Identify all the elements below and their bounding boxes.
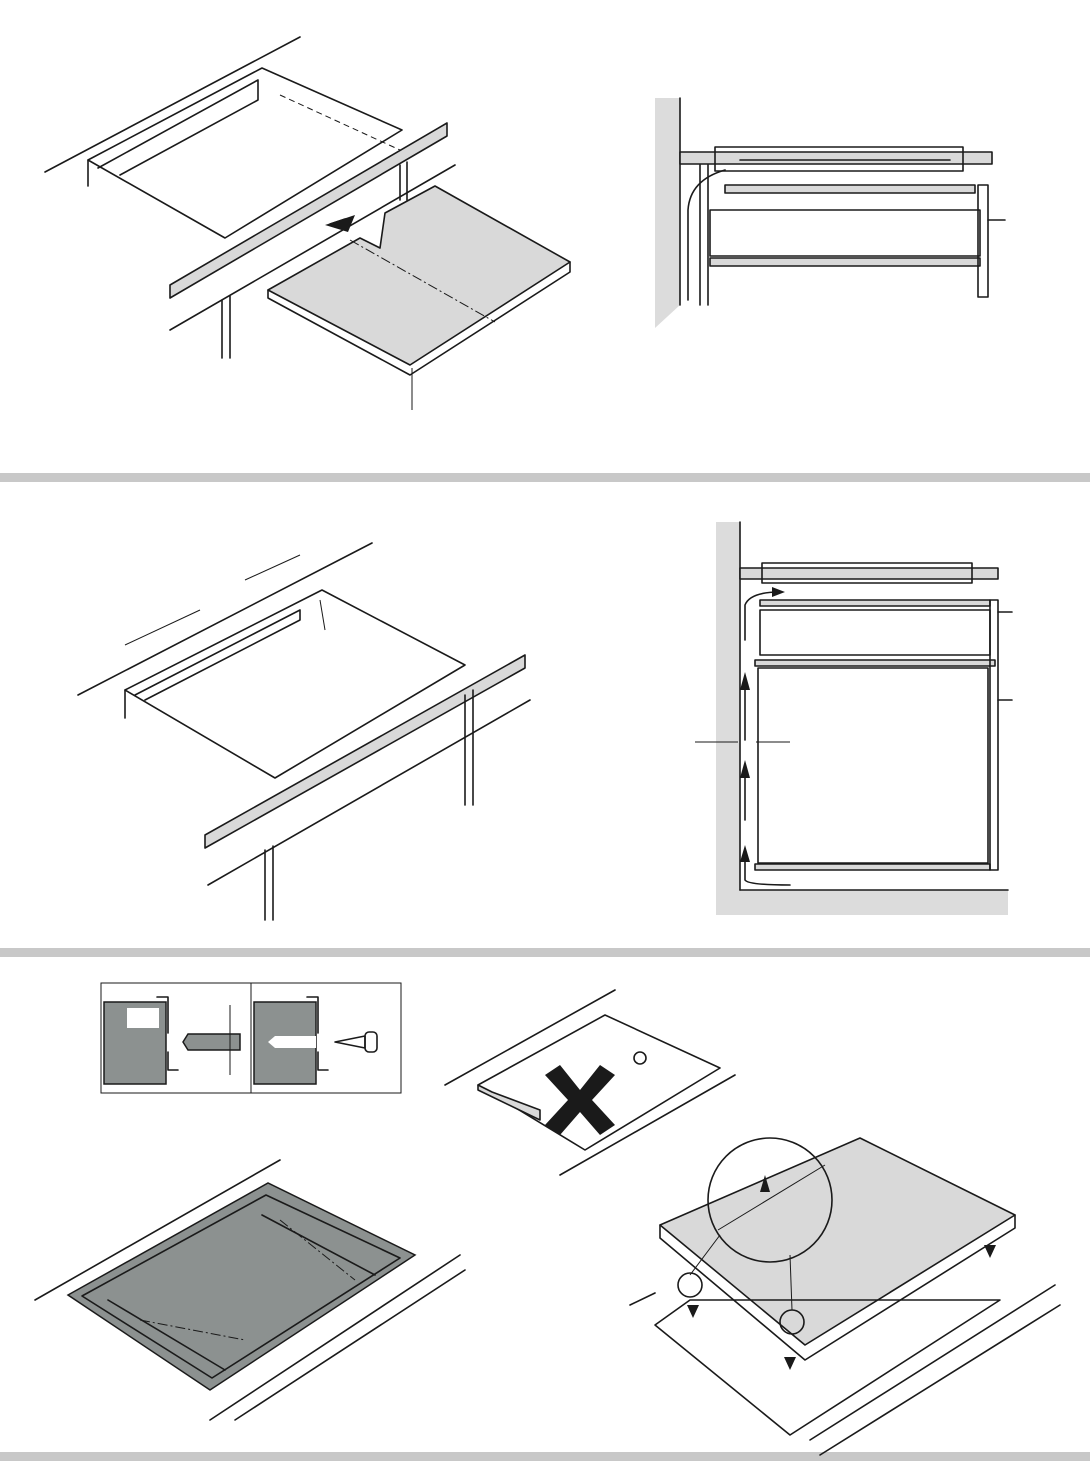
section-separator bbox=[0, 1452, 1090, 1461]
bracket-mounting-illustration bbox=[34, 1159, 466, 1421]
drill-and-screw-detail bbox=[100, 982, 402, 1094]
cabinet-cross-section-top bbox=[655, 97, 1006, 328]
cabinet-ventilation-section bbox=[695, 521, 1013, 915]
worktop-clearance-illustration bbox=[77, 542, 531, 921]
worktop-cutout-illustration bbox=[44, 36, 571, 410]
down-arrow-icon bbox=[760, 1175, 770, 1192]
section-separator bbox=[0, 948, 1090, 957]
no-sealant-illustration bbox=[444, 989, 736, 1176]
detail-magnifier bbox=[707, 1137, 833, 1263]
slide-in-arrow-icon bbox=[325, 215, 355, 232]
prohibited-cross-icon bbox=[545, 1065, 615, 1135]
hob-insertion-illustration bbox=[629, 1137, 1061, 1456]
section-separator bbox=[0, 473, 1090, 482]
